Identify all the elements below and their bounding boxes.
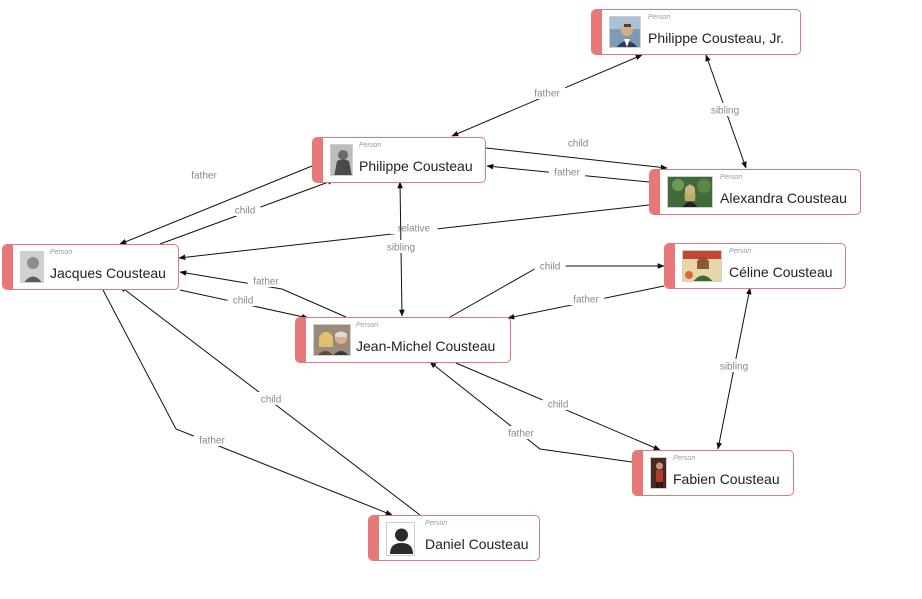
node-accent-strip xyxy=(3,245,13,289)
edge-label-background xyxy=(380,240,422,253)
node-jacques-cousteau[interactable]: Person Jacques Cousteau xyxy=(2,244,179,290)
node-name: Fabien Cousteau xyxy=(673,471,780,487)
node-name: Jean-Michel Cousteau xyxy=(356,338,496,354)
edge-label-background xyxy=(229,203,261,216)
edge-label: sibling xyxy=(387,243,415,254)
node-type-label: Person xyxy=(673,455,696,462)
edge-label: child xyxy=(233,296,254,307)
node-philippe-cousteau-jr[interactable]: Person Philippe Cousteau, Jr. xyxy=(591,9,801,55)
edge-child[interactable]: child xyxy=(159,179,335,245)
edge-label: father xyxy=(573,295,599,306)
node-type-label: Person xyxy=(729,248,752,255)
edge-label-background xyxy=(562,136,594,149)
node-type-label: Person xyxy=(356,322,379,329)
edge-label-background xyxy=(548,165,586,178)
node-philippe-cousteau[interactable]: Person Philippe Cousteau xyxy=(312,137,486,183)
node-name: Daniel Cousteau xyxy=(425,536,529,552)
edge-father[interactable]: father xyxy=(179,270,347,318)
edge-label-background xyxy=(534,259,566,272)
edge-label: father xyxy=(253,277,279,288)
node-accent-strip xyxy=(592,10,602,54)
edge-label-background xyxy=(704,103,746,116)
node-type-label: Person xyxy=(648,14,671,21)
edge-label: child xyxy=(235,206,256,217)
edge-child[interactable]: child xyxy=(449,259,665,318)
portrait-photo-icon xyxy=(330,144,353,176)
edge-child[interactable]: child xyxy=(485,136,668,171)
node-daniel-cousteau[interactable]: Person Daniel Cousteau xyxy=(368,515,540,561)
edge-child[interactable]: child xyxy=(119,285,421,516)
portrait-photo-icon xyxy=(650,457,667,489)
portrait-photo-icon xyxy=(609,16,641,48)
node-name: Philippe Cousteau xyxy=(359,158,473,174)
edge-father[interactable]: father xyxy=(507,285,665,320)
node-jean-michel-cousteau[interactable]: Person Jean-Michel Cousteau xyxy=(295,317,511,363)
portrait-photo-icon xyxy=(667,176,713,208)
node-name: Céline Cousteau xyxy=(729,264,833,280)
edge-label: father xyxy=(534,89,560,100)
edge-label-background xyxy=(502,426,540,439)
edge-label: child xyxy=(548,400,569,411)
node-accent-strip xyxy=(650,170,660,214)
edge-label: sibling xyxy=(711,106,739,117)
node-fabien-cousteau[interactable]: Person Fabien Cousteau xyxy=(632,450,794,496)
edge-father[interactable]: father xyxy=(119,165,313,245)
edge-label-background xyxy=(713,359,755,372)
edge-father[interactable]: father xyxy=(429,361,633,463)
edge-label-background xyxy=(567,292,605,305)
edge-label-background xyxy=(255,392,287,405)
edge-line[interactable] xyxy=(449,263,665,318)
edge-line[interactable] xyxy=(485,147,668,171)
edge-label: child xyxy=(261,395,282,406)
node-name: Alexandra Cousteau xyxy=(720,190,847,206)
edge-line[interactable] xyxy=(179,270,347,318)
node-accent-strip xyxy=(296,318,306,362)
edge-label-background xyxy=(528,86,566,99)
edge-father[interactable]: father xyxy=(102,289,393,516)
edge-label: father xyxy=(508,429,534,440)
edge-father[interactable]: father xyxy=(486,163,650,183)
node-name: Philippe Cousteau, Jr. xyxy=(648,30,785,46)
edge-line[interactable] xyxy=(429,361,633,463)
node-type-label: Person xyxy=(50,249,73,256)
edge-label-background xyxy=(193,433,231,446)
avatar-placeholder-icon xyxy=(386,522,415,556)
edge-line[interactable] xyxy=(119,165,313,245)
portrait-photo-icon xyxy=(20,251,44,283)
node-accent-strip xyxy=(369,516,379,560)
edge-line[interactable] xyxy=(102,289,393,516)
node-type-label: Person xyxy=(425,520,448,527)
portrait-photo-icon xyxy=(313,324,351,356)
edge-label: father xyxy=(554,168,580,179)
node-type-label: Person xyxy=(359,142,382,149)
edge-label: sibling xyxy=(720,362,748,373)
edge-father[interactable]: father xyxy=(451,54,643,137)
edge-label-background xyxy=(185,168,223,181)
node-accent-strip xyxy=(633,451,643,495)
edge-sibling[interactable]: sibling xyxy=(713,287,755,450)
edge-label: father xyxy=(191,171,217,182)
edge-label: child xyxy=(568,139,589,150)
edge-sibling[interactable]: sibling xyxy=(380,181,422,317)
edge-child[interactable]: child xyxy=(455,362,661,451)
edge-label: father xyxy=(199,436,225,447)
node-name: Jacques Cousteau xyxy=(50,265,166,281)
edge-label: child xyxy=(540,262,561,273)
node-celine-cousteau[interactable]: Person Céline Cousteau xyxy=(664,243,846,289)
edge-label-background xyxy=(247,274,285,287)
edge-label-background xyxy=(227,293,259,306)
portrait-photo-icon xyxy=(682,250,722,282)
edge-label-background xyxy=(542,397,574,410)
edge-label: relative xyxy=(398,224,431,235)
node-accent-strip xyxy=(313,138,323,182)
node-accent-strip xyxy=(665,244,675,288)
node-type-label: Person xyxy=(720,174,743,181)
edge-sibling[interactable]: sibling xyxy=(704,54,747,169)
edge-child[interactable]: child xyxy=(179,289,309,320)
node-alexandra-cousteau[interactable]: Person Alexandra Cousteau xyxy=(649,169,861,215)
